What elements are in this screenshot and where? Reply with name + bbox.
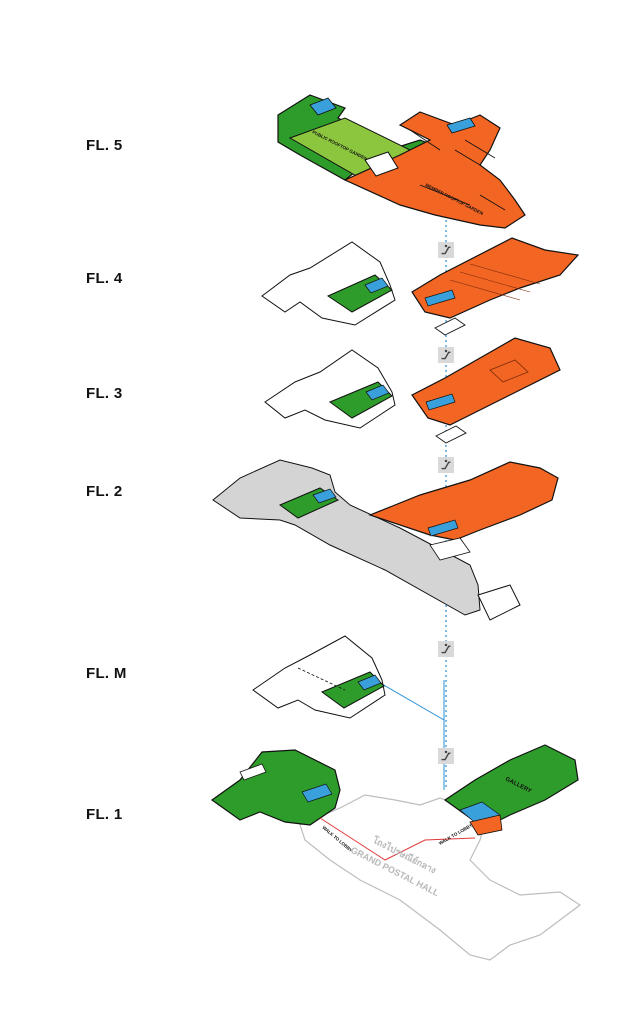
floor-2-plan <box>212 459 559 621</box>
floor-label-5: FL. 5 <box>86 137 123 154</box>
floor-label-4: FL. 4 <box>86 270 123 287</box>
escalator-icon <box>438 347 454 363</box>
floor-label-m: FL. M <box>86 665 127 682</box>
floor-4-plan <box>261 237 580 336</box>
floor-label-1: FL. 1 <box>86 806 123 823</box>
escalator-icon <box>438 457 454 473</box>
floor-5-plan: PUBLIC ROOFTOP GARDEN MEMBER ROOFTOP GAR… <box>277 94 526 229</box>
escalator-icon <box>438 641 454 657</box>
floor-m-plan <box>252 635 386 719</box>
floor-label-2: FL. 2 <box>86 483 123 500</box>
escalator-icon <box>438 242 454 258</box>
floor-3-plan <box>264 337 561 444</box>
floor-label-3: FL. 3 <box>86 385 123 402</box>
floor-1-plan: GALLERY WALK TO LOBBY WALK TO LOBBY โถงไ… <box>210 744 582 961</box>
escalator-icon <box>438 748 454 764</box>
